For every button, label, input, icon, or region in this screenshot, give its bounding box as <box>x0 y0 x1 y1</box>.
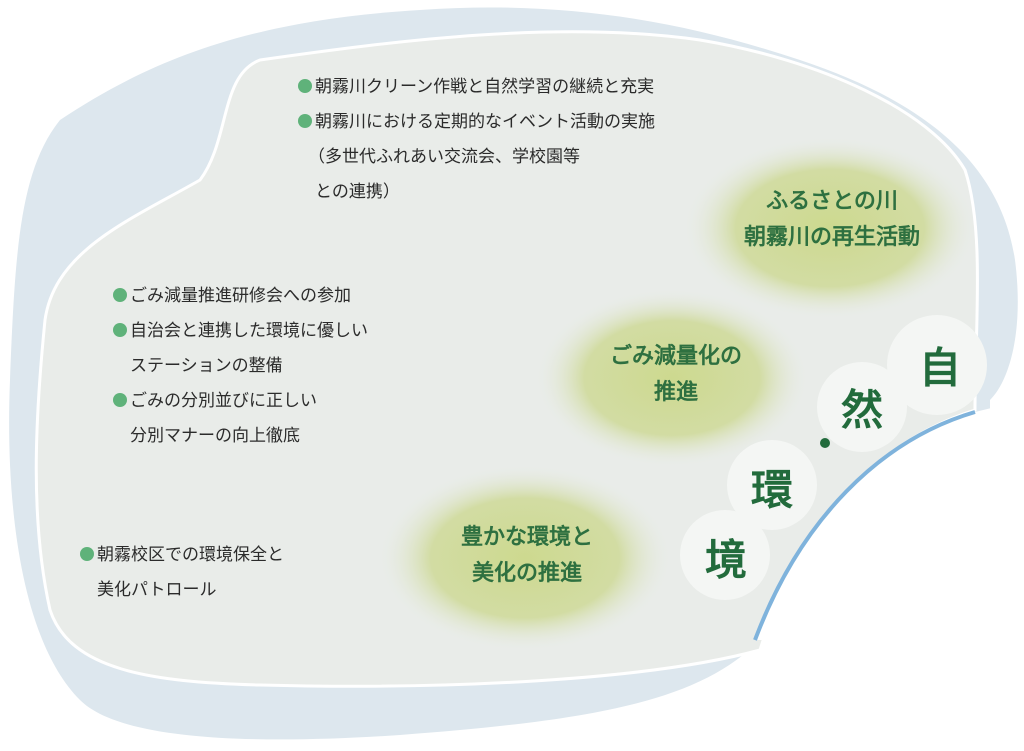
char-circle-3 <box>727 440 817 530</box>
separator-dot <box>820 438 830 448</box>
theme-beauty: 豊かな環境と 美化の推進 <box>460 525 594 586</box>
list-item: ごみ減量推進研修会への参加 <box>113 279 368 314</box>
title-char-zen: 然 <box>840 385 884 435</box>
char-circle-1 <box>887 315 987 415</box>
theme-oval-river <box>685 138 975 318</box>
bullet-icon <box>80 547 94 561</box>
list-item: 朝霧川における定期的なイベント活動の実施 <box>298 105 655 140</box>
theme-waste: ごみ減量化の 推進 <box>609 344 743 405</box>
river-area <box>755 400 1024 640</box>
beauty-activities-list: 朝霧校区での環境保全と 美化パトロール <box>80 538 284 608</box>
char-circle-4 <box>680 510 770 600</box>
theme-oval-beauty <box>380 466 670 650</box>
bullet-icon <box>113 393 127 407</box>
river-line <box>753 410 976 641</box>
river-activities-list: 朝霧川クリーン作戦と自然学習の継続と充実 朝霧川における定期的なイベント活動の実… <box>298 70 655 210</box>
list-item: 朝霧川クリーン作戦と自然学習の継続と充実 <box>298 70 655 105</box>
list-item-continuation: ステーションの整備 <box>130 356 283 376</box>
list-item-continuation: （多世代ふれあい交流会、学校園等 <box>308 147 580 167</box>
bullet-icon <box>298 114 312 128</box>
theme-oval-waste <box>537 290 807 466</box>
title-char-kyo: 境 <box>704 535 748 585</box>
list-item-continuation: 分別マナーの向上徹底 <box>130 426 300 446</box>
list-item-continuation: 美化パトロール <box>97 580 217 600</box>
bullet-icon <box>113 288 127 302</box>
waste-activities-list: ごみ減量推進研修会への参加 自治会と連携した環境に優しい ステーションの整備 ご… <box>113 279 368 454</box>
theme-river: ふるさとの川 朝霧川の再生活動 <box>743 189 921 250</box>
bullet-icon <box>298 79 312 93</box>
char-circle-2 <box>817 362 907 452</box>
list-item: 自治会と連携した環境に優しい <box>113 314 368 349</box>
title-char-shi: 自 <box>918 343 962 393</box>
bullet-icon <box>113 323 127 337</box>
list-item: ごみの分別並びに正しい <box>113 384 368 419</box>
title-char-kan: 環 <box>750 465 794 515</box>
list-item-continuation: との連携） <box>315 182 400 202</box>
list-item: 朝霧校区での環境保全と <box>80 538 284 573</box>
